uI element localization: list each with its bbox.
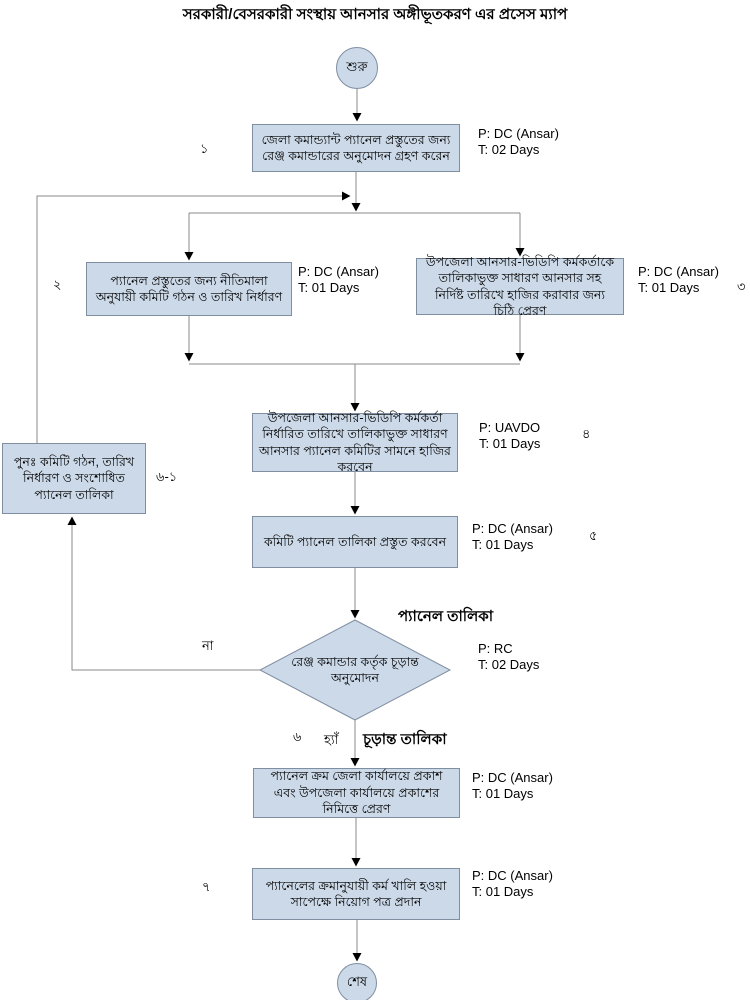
step4-number: ৪ [582,426,591,441]
step1-node: জেলা কমান্ড্যান্ট প্যানেল প্রস্তুতের জন্… [252,124,460,172]
step2-number: ২ [53,277,62,292]
decision-number: ৬ [293,729,302,744]
final-list-label: চূড়ান্ত তালিকা [363,731,447,748]
step6-node: প্যানেল ক্রম জেলা কার্যালয়ে প্রকাশ এবং … [253,768,460,818]
step2-annotation: P: DC (Ansar) T: 01 Days [298,264,379,296]
step4-annotation: P: UAVDO T: 01 Days [479,420,541,452]
panel-list-label: প্যানেল তালিকা [398,608,494,625]
start-node: শুরু [336,47,378,89]
decision-label: রেঞ্জ কমান্ডার কর্তৃক চূড়ান্ত অনুমোদন [291,654,419,685]
step2-node: প্যানেল প্রস্তুতের জন্য নীতিমালা অনুযায়… [86,262,292,316]
step1-number: ১ [200,141,209,156]
start-label: শুরু [346,58,368,74]
step5-node: কমিটি প্যানেল তালিকা প্রস্তুত করবেন [252,516,458,568]
step3-number: ৩ [737,279,746,294]
yes-label: হ্যাঁ [324,732,339,747]
decision-annotation: P: RC T: 02 Days [478,641,540,673]
no-label: না [202,638,214,653]
step1-annotation: P: DC (Ansar) T: 02 Days [478,126,559,158]
edge-decision-no-rework [67,516,260,671]
step7-annotation: P: DC (Ansar) T: 01 Days [472,868,553,900]
end-label: শেষ [346,973,368,989]
edge-rework-feedback [36,191,351,443]
step4-node: উপজেলা আনসার-ভিডিপি কর্মকর্তা নির্ধারিত … [252,411,458,474]
decision-diamond [258,619,452,721]
end-node: শেষ [337,963,377,1000]
step5-number: ৫ [589,528,598,543]
step5-annotation: P: DC (Ansar) T: 01 Days [472,521,553,553]
rework-number: ৬-১ [156,469,178,484]
page-title: সরকারী/বেসরকারী সংস্থায় আনসার অঙ্গীভূতক… [182,6,568,23]
rework-node: পুনঃ কমিটি গঠন, তারিখ নির্ধারণ ও সংশোধিত… [2,443,146,514]
step7-number: ৭ [202,879,211,894]
step7-node: প্যানেলের ক্রমানুযায়ী কর্ম খালি হওয়া স… [252,868,460,920]
step6-annotation: P: DC (Ansar) T: 01 Days [472,770,553,802]
step3-annotation: P: DC (Ansar) T: 01 Days [638,264,719,296]
step3-node: উপজেলা আনসার-ভিডিপি কর্মকর্তাকে তালিকাভু… [416,255,624,318]
